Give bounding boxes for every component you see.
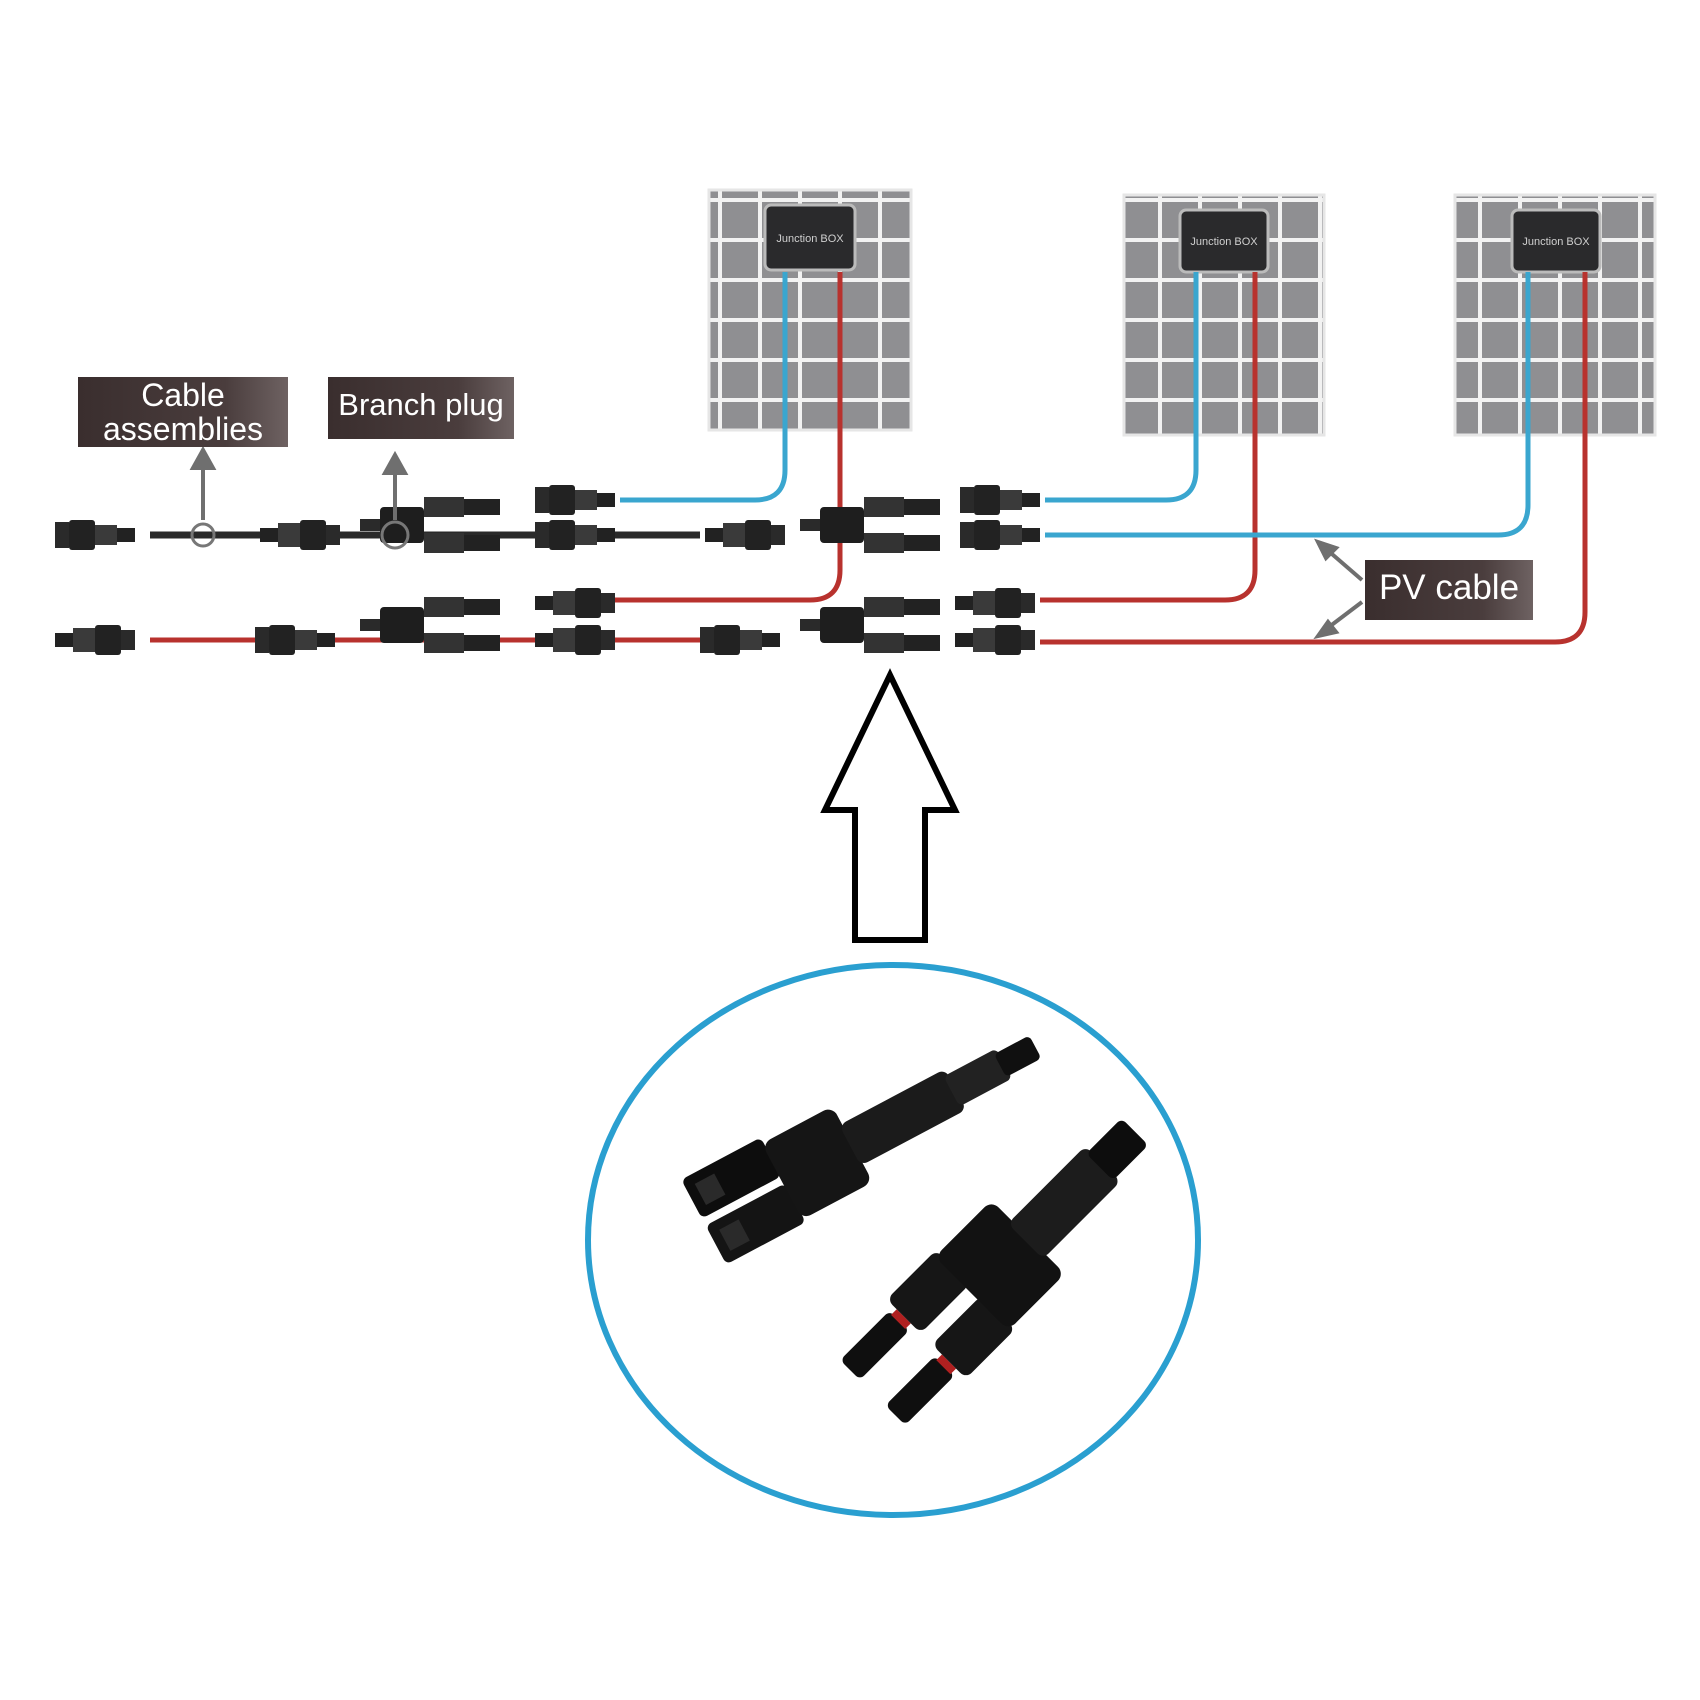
- cable-assemblies-line2: assemblies: [102, 410, 264, 447]
- highlight-circle: [585, 962, 1201, 1518]
- pv-cable-label: PV cable: [1365, 560, 1533, 620]
- junction-box: [1510, 208, 1602, 274]
- solar-panel-3: Junction BOX: [1453, 193, 1657, 437]
- connector-row-positive: [55, 588, 1035, 655]
- up-arrow-icon: [820, 668, 960, 943]
- solar-panel-2: Junction BOX: [1122, 193, 1326, 437]
- junction-box: [1178, 208, 1270, 274]
- junction-box-label: Junction BOX: [1190, 236, 1258, 248]
- cable-assembly-marker: [190, 522, 216, 548]
- branch-plug-label: Branch plug: [328, 377, 514, 439]
- cable-assemblies-line1: Cable: [141, 377, 225, 413]
- mc4-branch-connector-photo: [683, 1037, 1146, 1423]
- cable-assemblies-label: Cable assemblies: [78, 377, 288, 447]
- branch-plug-marker: [380, 520, 410, 550]
- solar-panel-1: Junction BOX: [707, 188, 913, 432]
- junction-box: [763, 203, 857, 272]
- junction-box-label: Junction BOX: [1522, 236, 1590, 248]
- junction-box-label: Junction BOX: [776, 233, 844, 245]
- label-pointers: [189, 445, 1364, 640]
